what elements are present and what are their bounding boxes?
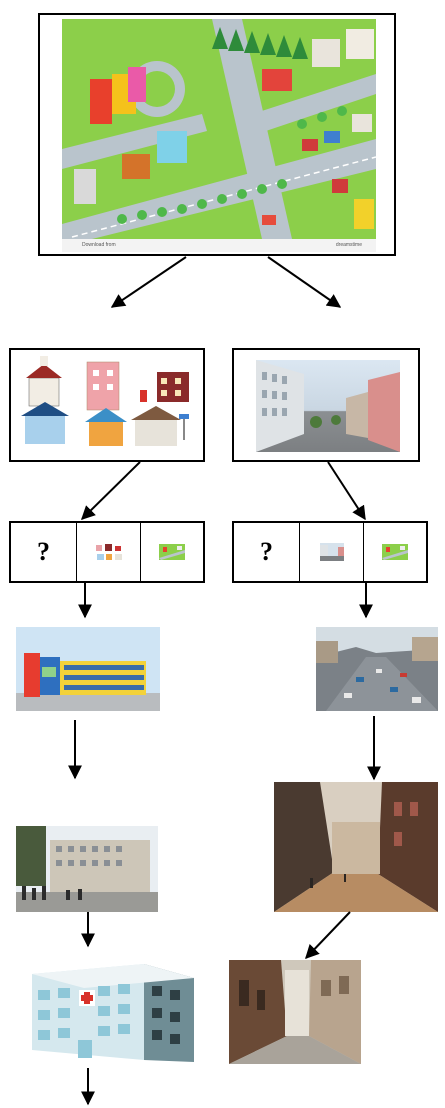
arrow-top-left xyxy=(110,256,187,308)
city-map-illustration xyxy=(62,19,376,239)
right-query-mark: ? xyxy=(260,537,273,566)
left-query-mark: ? xyxy=(37,537,50,566)
street-photo xyxy=(256,360,400,452)
left-seq-map-thumb xyxy=(159,544,185,560)
evening-street-photo xyxy=(274,782,438,912)
narrow-alley-photo xyxy=(229,960,361,1064)
building-icons-illustration xyxy=(21,356,189,446)
left-seq-icons-thumb xyxy=(95,544,122,560)
right-sequence-strip: ? xyxy=(232,521,428,583)
office-building-photo xyxy=(16,826,158,912)
right-seq-street-thumb xyxy=(319,543,344,561)
map-footer-bar: Download from dreamstime xyxy=(62,239,376,252)
right-seq-map-thumb xyxy=(382,544,408,560)
right-seq-cell-street xyxy=(300,523,364,581)
right-seq-cell-query: ? xyxy=(234,523,300,581)
left-seq-cell-icons xyxy=(77,523,141,581)
arrow-right-street-to-alley xyxy=(305,911,351,960)
avenue-traffic-photo xyxy=(316,627,438,711)
building-icons-box xyxy=(9,348,205,462)
left-sequence-strip: ? xyxy=(9,521,205,583)
left-seq-cell-map xyxy=(141,523,203,581)
map-footer-left: Download from xyxy=(82,242,116,248)
arrow-top-right xyxy=(267,256,342,308)
city-map-frame: Download from dreamstime xyxy=(38,13,396,256)
hospital-illustration xyxy=(24,950,204,1068)
map-footer-right: dreamstime xyxy=(335,242,362,248)
school-building-photo xyxy=(16,627,160,711)
arrow-left-to-sequence xyxy=(81,461,141,520)
left-seq-cell-query: ? xyxy=(11,523,77,581)
arrow-right-to-sequence xyxy=(327,461,366,521)
street-photo-box xyxy=(232,348,420,462)
right-seq-cell-map xyxy=(364,523,426,581)
